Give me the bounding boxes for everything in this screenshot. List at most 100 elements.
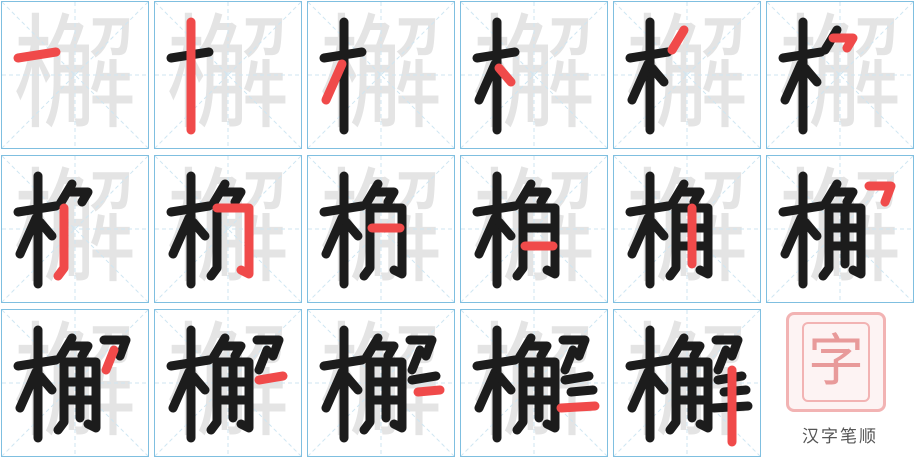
completed-stroke [369, 187, 399, 207]
current-stroke [212, 203, 254, 279]
logo-char: 字 [808, 329, 864, 394]
stroke-canvas [308, 156, 454, 302]
completed-stroke [341, 217, 363, 241]
completed-stroke [518, 203, 560, 279]
stroke-canvas [2, 156, 148, 302]
stroke-canvas [614, 310, 760, 456]
stroke-canvas [767, 156, 913, 302]
completed-stroke [828, 187, 858, 207]
stroke-canvas [614, 2, 760, 148]
completed-stroke [647, 217, 669, 241]
stroke-step-9: 檞 [307, 155, 455, 303]
stroke-step-14: 檞 [154, 309, 302, 457]
stroke-canvas [461, 310, 607, 456]
stroke-canvas [155, 2, 301, 148]
stroke-canvas [308, 310, 454, 456]
stroke-step-1: 檞 [1, 1, 149, 149]
logo-inner-frame [802, 322, 870, 402]
completed-stroke [647, 371, 669, 395]
completed-stroke [188, 217, 210, 241]
completed-stroke [494, 217, 516, 241]
current-stroke [321, 59, 347, 105]
completed-stroke [675, 187, 705, 207]
stroke-canvas [155, 156, 301, 302]
completed-stroke [560, 371, 594, 385]
completed-stroke [365, 203, 407, 279]
completed-stroke [99, 335, 131, 361]
completed-stroke [63, 341, 93, 361]
completed-stroke [558, 335, 590, 361]
stroke-step-6: 檞 [766, 1, 914, 149]
current-stroke [494, 63, 516, 87]
stroke-canvas [308, 2, 454, 148]
completed-stroke [566, 385, 598, 397]
completed-stroke [665, 357, 681, 435]
completed-stroke [15, 367, 41, 413]
completed-stroke [188, 371, 210, 395]
completed-stroke [647, 63, 669, 87]
completed-stroke [53, 357, 69, 435]
completed-stroke [407, 371, 441, 385]
completed-stroke [512, 203, 528, 281]
current-stroke [53, 203, 69, 281]
completed-stroke [341, 371, 363, 395]
completed-stroke [206, 203, 222, 281]
completed-stroke [405, 335, 437, 361]
site-logo: 字 [786, 312, 886, 412]
completed-stroke [206, 357, 222, 435]
completed-stroke [800, 63, 822, 87]
stroke-step-10: 檞 [460, 155, 608, 303]
completed-stroke [713, 345, 731, 375]
current-stroke [828, 33, 858, 53]
completed-stroke [407, 345, 425, 375]
completed-stroke [780, 213, 806, 259]
current-stroke [864, 181, 896, 207]
completed-stroke [35, 217, 57, 241]
stroke-canvas [461, 2, 607, 148]
completed-stroke [474, 367, 500, 413]
stroke-step-3: 檞 [307, 1, 455, 149]
stroke-step-2: 檞 [154, 1, 302, 149]
completed-stroke [474, 59, 500, 105]
completed-stroke [818, 203, 834, 281]
completed-stroke [627, 59, 653, 105]
completed-stroke [665, 203, 681, 281]
completed-stroke [675, 341, 705, 361]
current-stroke [13, 47, 61, 63]
completed-stroke [35, 371, 57, 395]
completed-stroke [216, 187, 246, 207]
current-stroke [101, 345, 119, 375]
stroke-canvas [767, 2, 913, 148]
completed-stroke [369, 341, 399, 361]
completed-stroke [168, 213, 194, 259]
completed-stroke [494, 371, 516, 395]
current-stroke [667, 25, 689, 55]
completed-stroke [254, 345, 272, 375]
completed-stroke [359, 203, 375, 281]
stroke-step-15: 檞 [307, 309, 455, 457]
current-stroke [556, 401, 600, 413]
logo-caption: 汉字笔顺 [802, 427, 878, 447]
completed-stroke [522, 187, 552, 207]
completed-stroke [15, 213, 41, 259]
completed-stroke [252, 335, 284, 361]
stroke-canvas [155, 310, 301, 456]
stroke-step-12: 檞 [766, 155, 914, 303]
completed-stroke [63, 187, 93, 207]
stroke-canvas [461, 156, 607, 302]
completed-stroke [800, 217, 822, 241]
stroke-canvas [614, 156, 760, 302]
stroke-step-16: 檞 [460, 309, 608, 457]
completed-stroke [168, 367, 194, 413]
stroke-canvas [2, 2, 148, 148]
completed-stroke [216, 341, 246, 361]
stroke-step-8: 檞 [154, 155, 302, 303]
completed-stroke [627, 367, 653, 413]
current-stroke [413, 385, 445, 397]
completed-stroke [359, 357, 375, 435]
completed-stroke [627, 213, 653, 259]
stroke-step-5: 檞 [613, 1, 761, 149]
stroke-step-13: 檞 [1, 309, 149, 457]
stroke-step-11: 檞 [613, 155, 761, 303]
